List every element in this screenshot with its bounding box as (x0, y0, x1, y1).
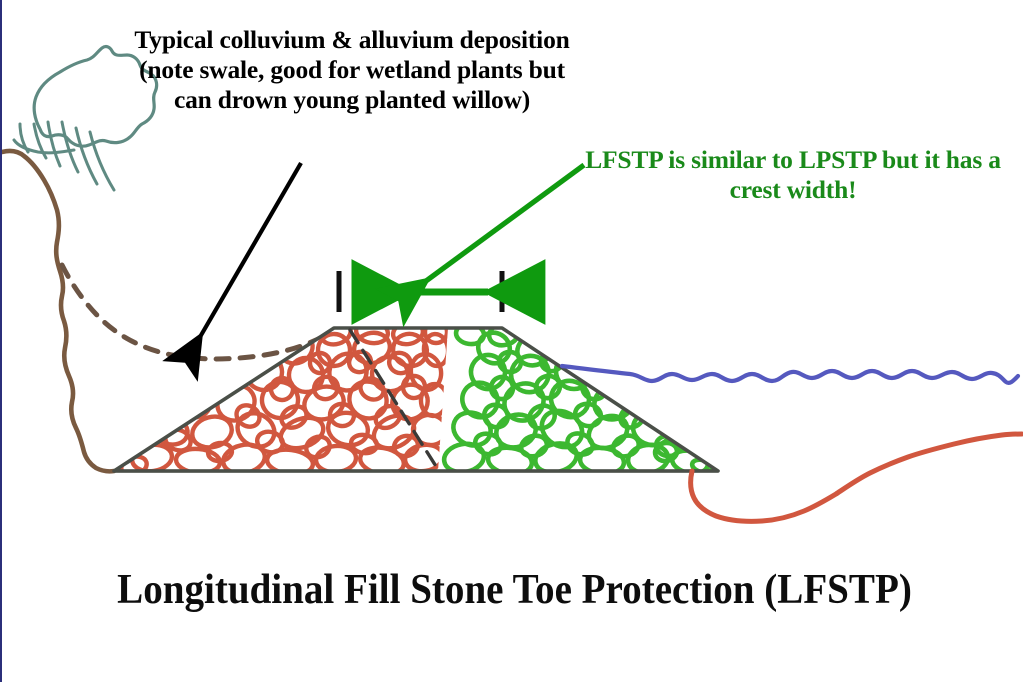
lfstp-callout-arrow (374, 162, 586, 328)
tree-branch-7 (18, 122, 30, 154)
tree-branch-3 (46, 120, 62, 168)
tree-branch-2 (32, 122, 48, 160)
crest-width-arrow (336, 259, 546, 325)
water-surface-line (559, 363, 1021, 385)
stone-fill-divider (348, 328, 441, 473)
tree-branch-4 (60, 120, 80, 174)
tree-branch-6 (88, 130, 116, 192)
bank-line (2, 148, 117, 474)
tree-branch-1 (12, 138, 76, 155)
page-title: Longitudinal Fill Stone Toe Protection (… (117, 567, 912, 613)
lfstp-annotation-text: LFSTP is similar to LPSTP but it has a c… (585, 145, 1001, 205)
tree-branch-5 (74, 126, 99, 186)
tree (12, 44, 159, 192)
scour-line (688, 431, 1023, 524)
colluvium-annotation-text: Typical colluvium & alluvium deposition … (134, 25, 570, 115)
swale-dashed-line (59, 262, 337, 362)
colluvium-callout-arrow (162, 161, 303, 382)
tree-canopy-icon (32, 44, 159, 148)
